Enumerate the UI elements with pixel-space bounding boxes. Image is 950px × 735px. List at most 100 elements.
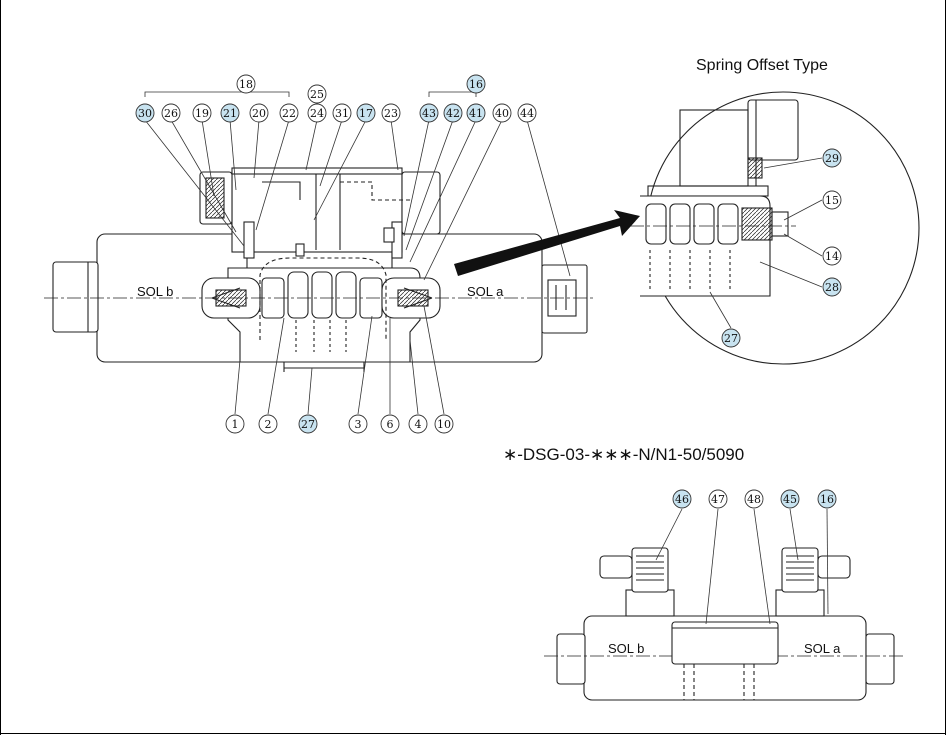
- callout-25: 25: [307, 84, 327, 104]
- lower-valve-drawing: [544, 547, 906, 701]
- callout-circle: [258, 414, 278, 434]
- callout-number: 48: [747, 493, 761, 506]
- callout-number: 14: [825, 250, 839, 263]
- callout-number: 20: [252, 107, 266, 120]
- callout-circle: [161, 103, 181, 123]
- callout-circle: [822, 246, 842, 266]
- callout-24: 24: [307, 103, 327, 123]
- valve-body: [227, 267, 421, 363]
- callout-number: 24: [310, 107, 324, 120]
- callout-number: 18: [239, 78, 253, 91]
- callout-20: 20: [249, 103, 269, 123]
- callout-number: 31: [335, 107, 349, 120]
- callout-circle: [744, 489, 764, 509]
- callout-19: 19: [192, 103, 212, 123]
- callout-circle: [822, 190, 842, 210]
- callout-number: 47: [711, 493, 725, 506]
- callout-circle: [381, 103, 401, 123]
- callout-4: 4: [408, 414, 428, 434]
- callout-41: 41: [466, 103, 486, 123]
- callout-number: 16: [469, 78, 483, 91]
- callout-number: 30: [138, 107, 152, 120]
- model-code-title: ∗-DSG-03-∗∗∗-N/N1-50/5090: [503, 445, 745, 464]
- callout-21: 21: [220, 103, 240, 123]
- callout-circle: [721, 328, 741, 348]
- callout-circle: [356, 103, 376, 123]
- callout-circle: [708, 489, 728, 509]
- right-border: [945, 0, 946, 735]
- callout-2: 2: [258, 414, 278, 434]
- callout-number: 15: [825, 194, 839, 207]
- lower-sol-a-label: SOL a: [804, 641, 841, 656]
- callout-number: 2: [265, 418, 272, 431]
- callout-27: 27: [721, 328, 741, 348]
- callout-46: 46: [672, 489, 692, 509]
- callout-1: 1: [225, 414, 245, 434]
- callout-circle: [822, 148, 842, 168]
- callout-circle: [135, 103, 155, 123]
- callout-number: 3: [355, 418, 362, 431]
- callout-circle: [817, 489, 837, 509]
- callout-number: 26: [164, 107, 178, 120]
- callout-number: 43: [422, 107, 436, 120]
- callout-circle: [672, 489, 692, 509]
- callout-circle: [408, 414, 428, 434]
- terminal-box: [231, 171, 403, 253]
- callout-number: 16: [820, 493, 834, 506]
- main-bottom-leaders: [234, 305, 445, 415]
- callout-circle: [307, 84, 327, 104]
- callout-circle: [419, 103, 439, 123]
- callout-circle: [380, 414, 400, 434]
- callout-number: 29: [825, 152, 839, 165]
- callout-42: 42: [443, 103, 463, 123]
- callout-17: 17: [356, 103, 376, 123]
- callout-circle: [822, 277, 842, 297]
- main-sol-a-label: SOL a: [467, 284, 504, 299]
- left-connector: [52, 261, 99, 333]
- callout-circle: [192, 103, 212, 123]
- callout-circle: [225, 414, 245, 434]
- callout-47: 47: [708, 489, 728, 509]
- callout-16: 16: [817, 489, 837, 509]
- callout-15: 15: [822, 190, 842, 210]
- callout-number: 10: [437, 418, 451, 431]
- detail-leaders: [709, 157, 823, 329]
- callout-number: 46: [675, 493, 689, 506]
- callout-40: 40: [492, 103, 512, 123]
- callout-10: 10: [434, 414, 454, 434]
- callout-circle: [466, 74, 486, 94]
- callout-number: 19: [195, 107, 209, 120]
- callout-27: 27: [298, 414, 318, 434]
- main-sol-b-label: SOL b: [137, 284, 173, 299]
- callout-43: 43: [419, 103, 439, 123]
- callout-circle: [332, 103, 352, 123]
- detail-magnifier: [630, 91, 920, 365]
- left-border: [0, 0, 1, 735]
- callout-3: 3: [348, 414, 368, 434]
- callout-circle: [517, 103, 537, 123]
- callout-number: 1: [232, 418, 239, 431]
- main-valve-drawing: [44, 167, 596, 372]
- callout-circle: [434, 414, 454, 434]
- lower-sol-b-label: SOL b: [608, 641, 644, 656]
- callout-number: 42: [446, 107, 460, 120]
- callout-circle: [492, 103, 512, 123]
- callout-44: 44: [517, 103, 537, 123]
- callout-number: 4: [415, 418, 422, 431]
- callout-circle: [307, 103, 327, 123]
- callout-number: 25: [310, 88, 324, 101]
- callout-48: 48: [744, 489, 764, 509]
- callout-26: 26: [161, 103, 181, 123]
- callout-number: 22: [282, 107, 296, 120]
- callout-number: 21: [223, 107, 237, 120]
- main-top-leaders: [144, 84, 571, 281]
- callout-28: 28: [822, 277, 842, 297]
- callout-23: 23: [381, 103, 401, 123]
- callout-18: 18: [236, 74, 256, 94]
- callout-circle: [279, 103, 299, 123]
- callout-number: 40: [495, 107, 509, 120]
- lower-leaders: [655, 508, 829, 625]
- callout-31: 31: [332, 103, 352, 123]
